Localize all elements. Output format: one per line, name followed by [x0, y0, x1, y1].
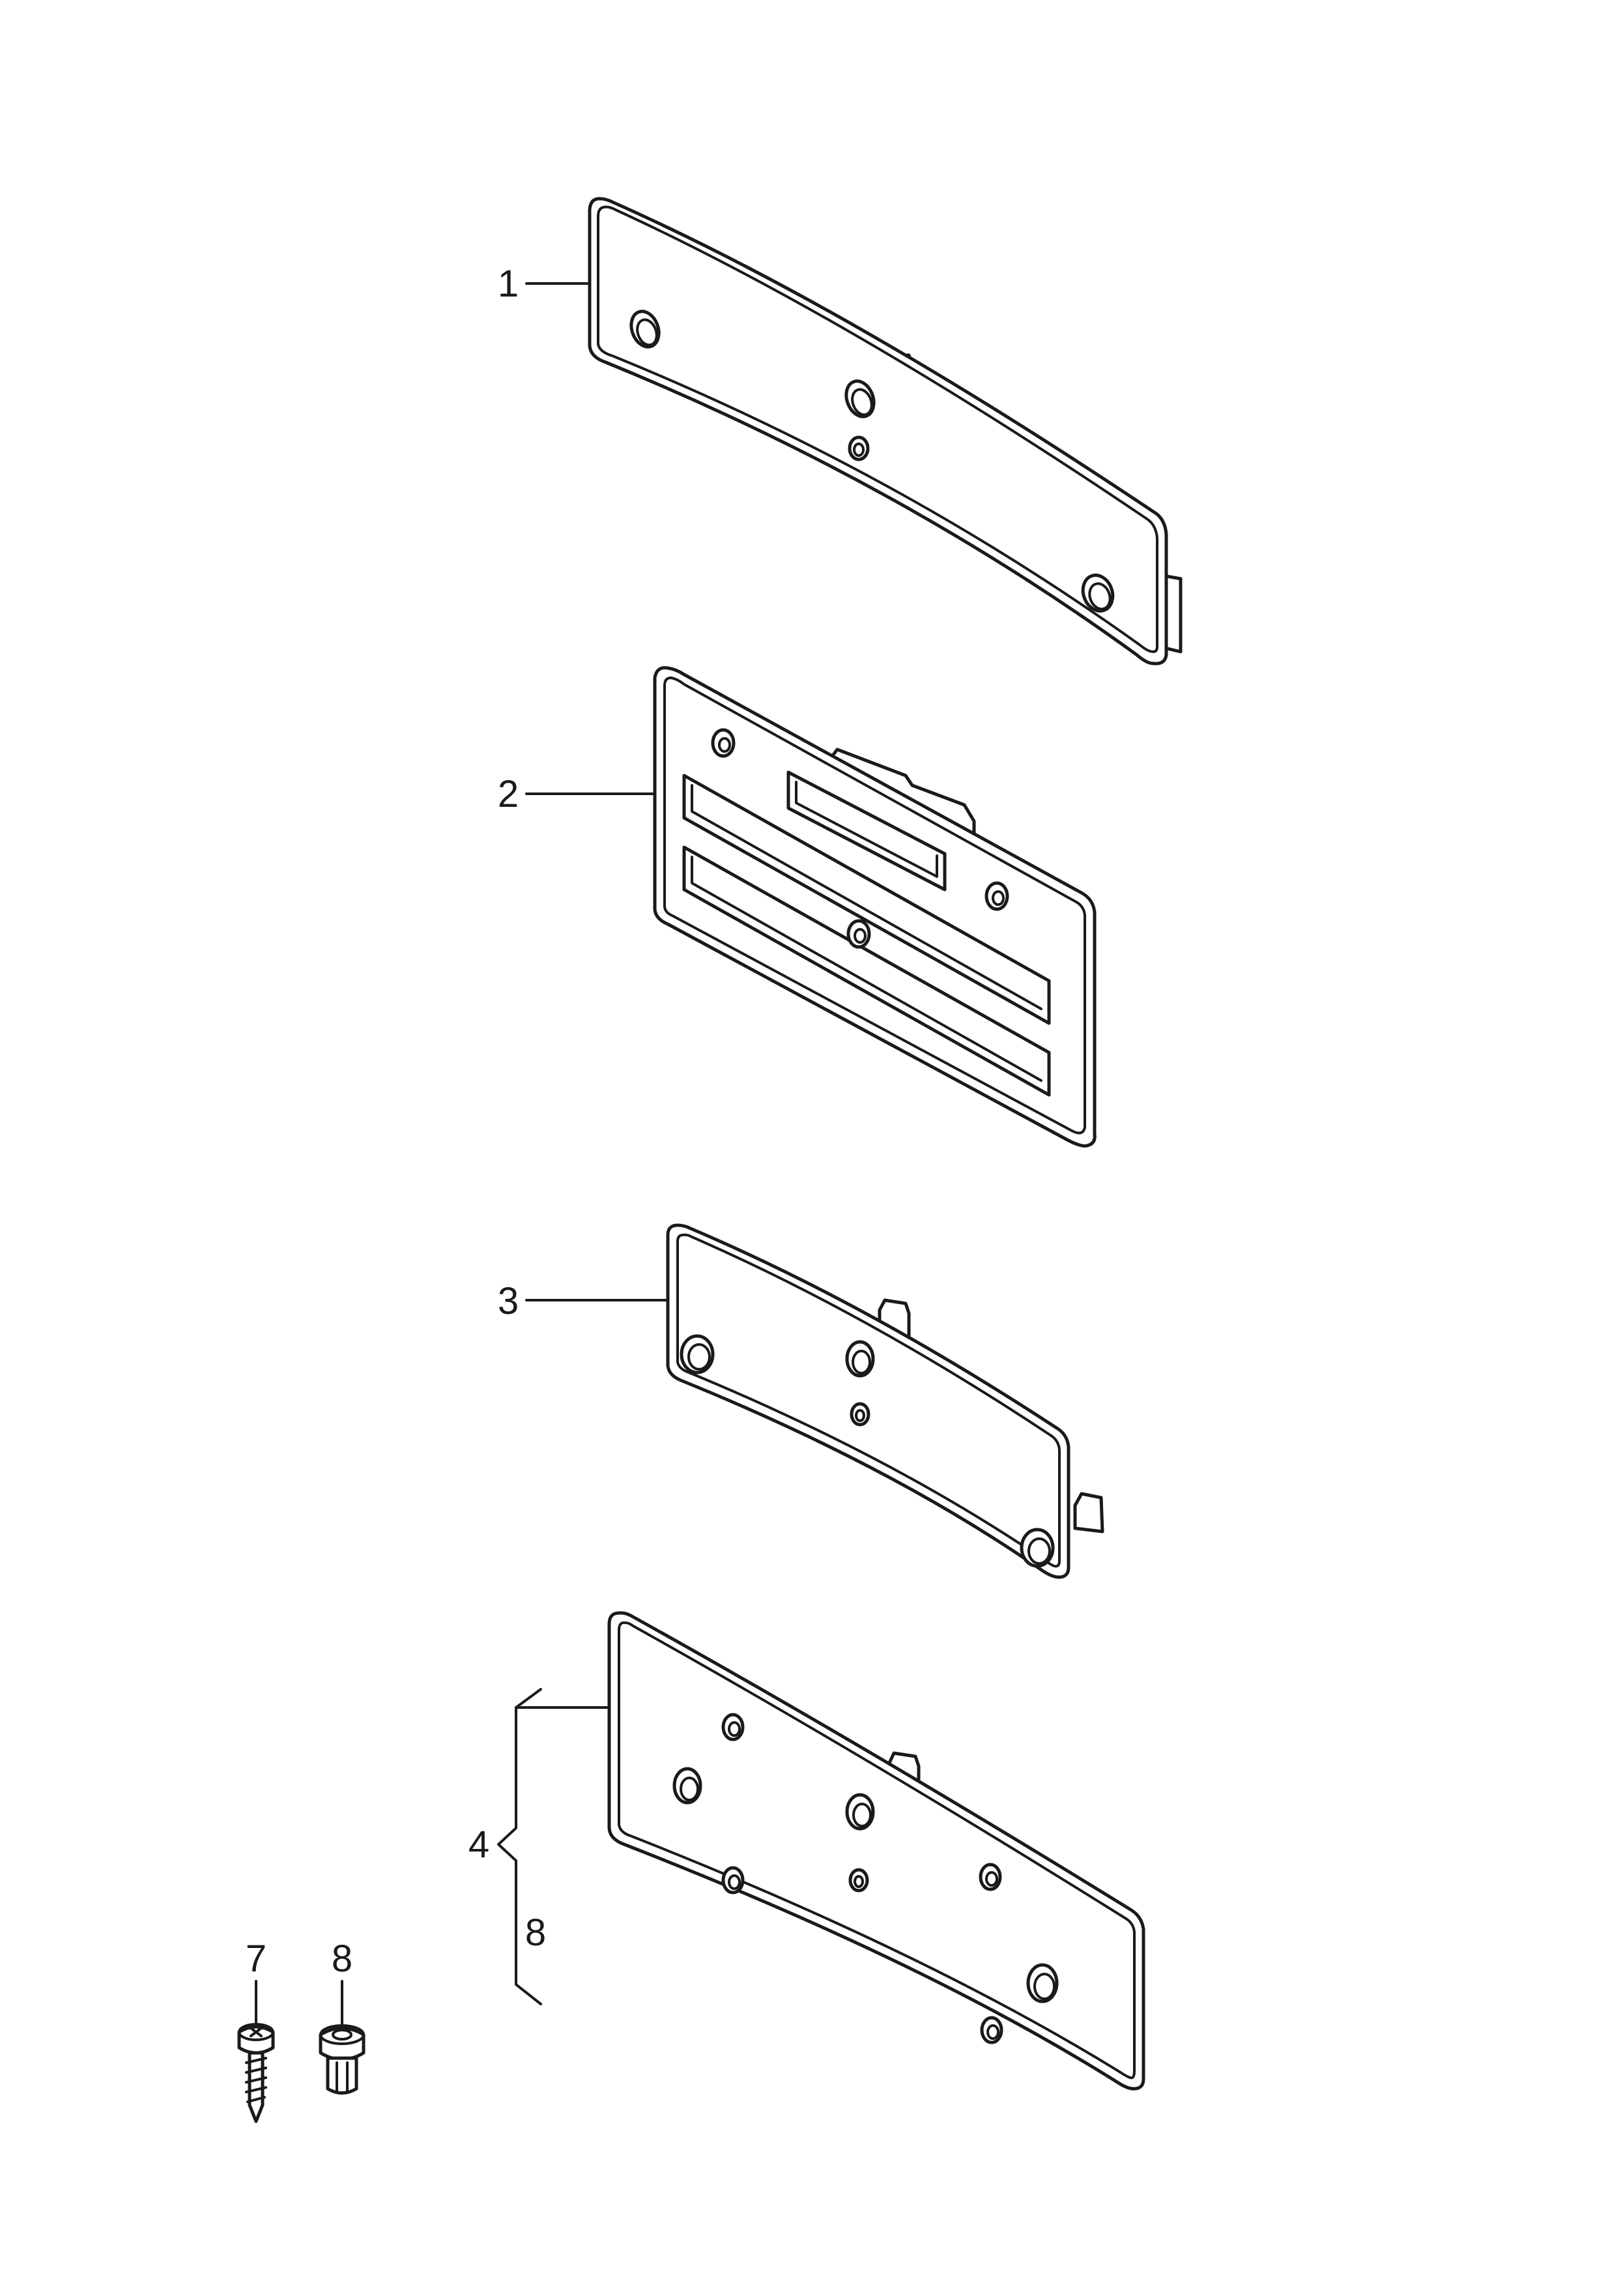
part-1-plate-base — [588, 197, 1183, 665]
callout-7: 7 — [246, 1938, 266, 1980]
part-8-clip-nut — [319, 1980, 366, 2095]
callout-8-bracket: 8 — [525, 1911, 546, 1954]
callout-2: 2 — [498, 773, 519, 815]
part-3-plate-base — [666, 1223, 1104, 1579]
callout-4: 4 — [468, 1824, 489, 1866]
part-2-frame-bracket — [653, 666, 1097, 1148]
part-7-screw — [237, 1980, 275, 2123]
callout-3: 3 — [498, 1280, 519, 1322]
callout-bracket-4-8 — [497, 1688, 542, 2005]
callout-8: 8 — [332, 1938, 352, 1980]
callout-1: 1 — [498, 263, 519, 305]
part-4-mounting-plate — [607, 1611, 1145, 2091]
